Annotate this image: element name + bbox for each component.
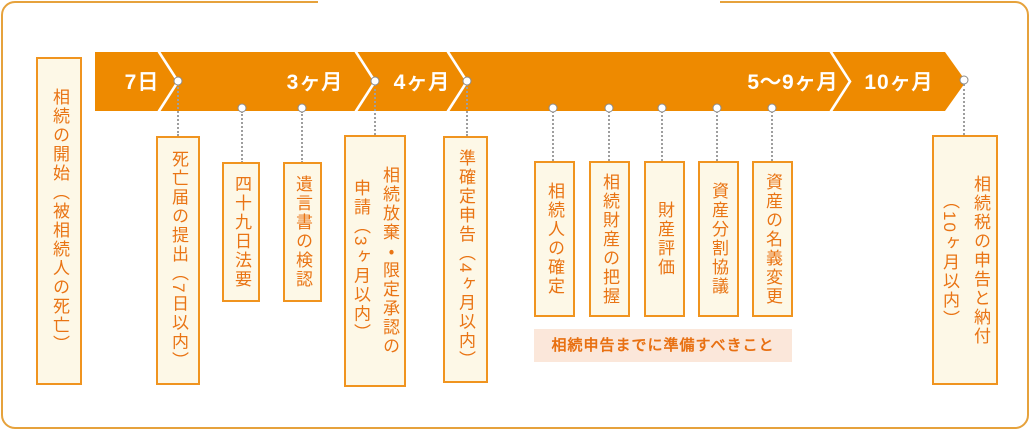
box-heir-determination: 相続人の確定 bbox=[534, 161, 575, 317]
timeline-label-3months: 3ヶ月 bbox=[286, 71, 344, 94]
connector-line bbox=[466, 84, 468, 136]
timeline-label-4months: 4ヶ月 bbox=[393, 71, 451, 94]
connector-line bbox=[177, 84, 179, 136]
connector-line bbox=[374, 84, 376, 135]
prep-note: 相続申告までに準備すべきこと bbox=[534, 329, 792, 362]
connector-line bbox=[661, 111, 663, 161]
timeline-arrow-decorations bbox=[157, 50, 966, 113]
connector-dot bbox=[657, 103, 667, 113]
box-quasi-final-tax-return: 準確定申告（4ヶ月以内） bbox=[443, 136, 488, 383]
timeline-label-7days: 7日 bbox=[124, 71, 160, 94]
connector-dot bbox=[370, 76, 380, 86]
timeline-label-10months: 10ヶ月 bbox=[864, 71, 934, 94]
connector-dot bbox=[237, 103, 247, 113]
connector-line bbox=[552, 111, 554, 161]
box-asset-division-discussion: 資産分割協議 bbox=[698, 161, 739, 317]
box-death-notice: 死亡届の提出（7日以内） bbox=[156, 136, 200, 385]
box-will-probate: 遺言書の検認 bbox=[283, 162, 322, 302]
connector-line bbox=[771, 111, 773, 161]
box-estate-assessment: 相続財産の把握 bbox=[589, 161, 630, 317]
timeline-label-5to9months: 5〜9ヶ月 bbox=[747, 71, 839, 94]
box-tax-filing-payment: 相続税の申告と納付 （10ヶ月以内） bbox=[932, 135, 998, 385]
box-inheritance-start: 相続の開始（被相続人の死亡） bbox=[36, 57, 82, 385]
box-property-valuation: 財産評価 bbox=[644, 161, 685, 317]
connector-dot bbox=[767, 103, 777, 113]
chevron-separator-icon bbox=[829, 50, 852, 113]
connector-dot bbox=[712, 103, 722, 113]
connector-dot bbox=[959, 75, 969, 85]
box-asset-name-change: 資産の名義変更 bbox=[752, 161, 793, 317]
connector-dot bbox=[548, 103, 558, 113]
connector-dot bbox=[462, 76, 472, 86]
connector-line bbox=[241, 111, 243, 163]
box-renunciation-application: 相続放棄・限定承認の 申請（3ヶ月以内） bbox=[344, 135, 406, 387]
card-top-border-gap bbox=[318, 0, 720, 5]
connector-dot bbox=[297, 103, 307, 113]
connector-dot bbox=[604, 103, 614, 113]
connector-line bbox=[963, 84, 965, 135]
timeline-bar bbox=[95, 52, 945, 111]
box-49day-memorial: 四十九日法要 bbox=[222, 162, 260, 302]
connector-line bbox=[301, 111, 303, 163]
arrowhead-icon bbox=[945, 52, 966, 111]
connector-line bbox=[716, 111, 718, 161]
connector-dot bbox=[173, 76, 183, 86]
connector-line bbox=[608, 111, 610, 161]
